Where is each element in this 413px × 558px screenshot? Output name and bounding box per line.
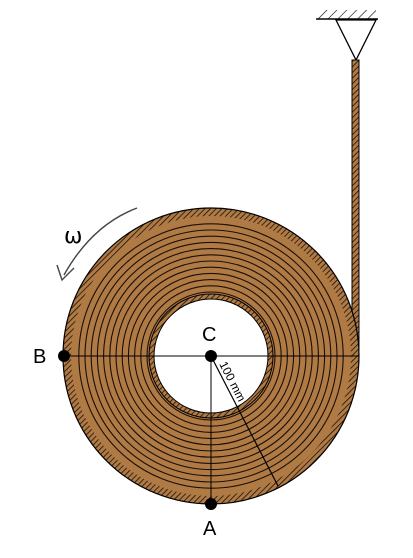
- radius-dimension-line: [210, 355, 279, 487]
- ceiling-hatching: [318, 10, 376, 19]
- curved-arrow-icon: [56, 207, 138, 282]
- point-c-dot: [205, 350, 217, 362]
- point-b-dot: [58, 350, 70, 362]
- point-b-label: B: [33, 346, 46, 368]
- point-a-label: A: [203, 518, 217, 540]
- point-a-dot: [205, 498, 217, 510]
- fixed-support-icon: [316, 10, 378, 62]
- hanging-tape-strip: [351, 59, 360, 357]
- rotation-arrow-head: [56, 264, 75, 282]
- rotation-arrow-arc: [63, 207, 138, 276]
- omega-label: ω: [64, 224, 82, 249]
- support-triangle: [334, 19, 378, 62]
- point-c-label: C: [202, 324, 216, 346]
